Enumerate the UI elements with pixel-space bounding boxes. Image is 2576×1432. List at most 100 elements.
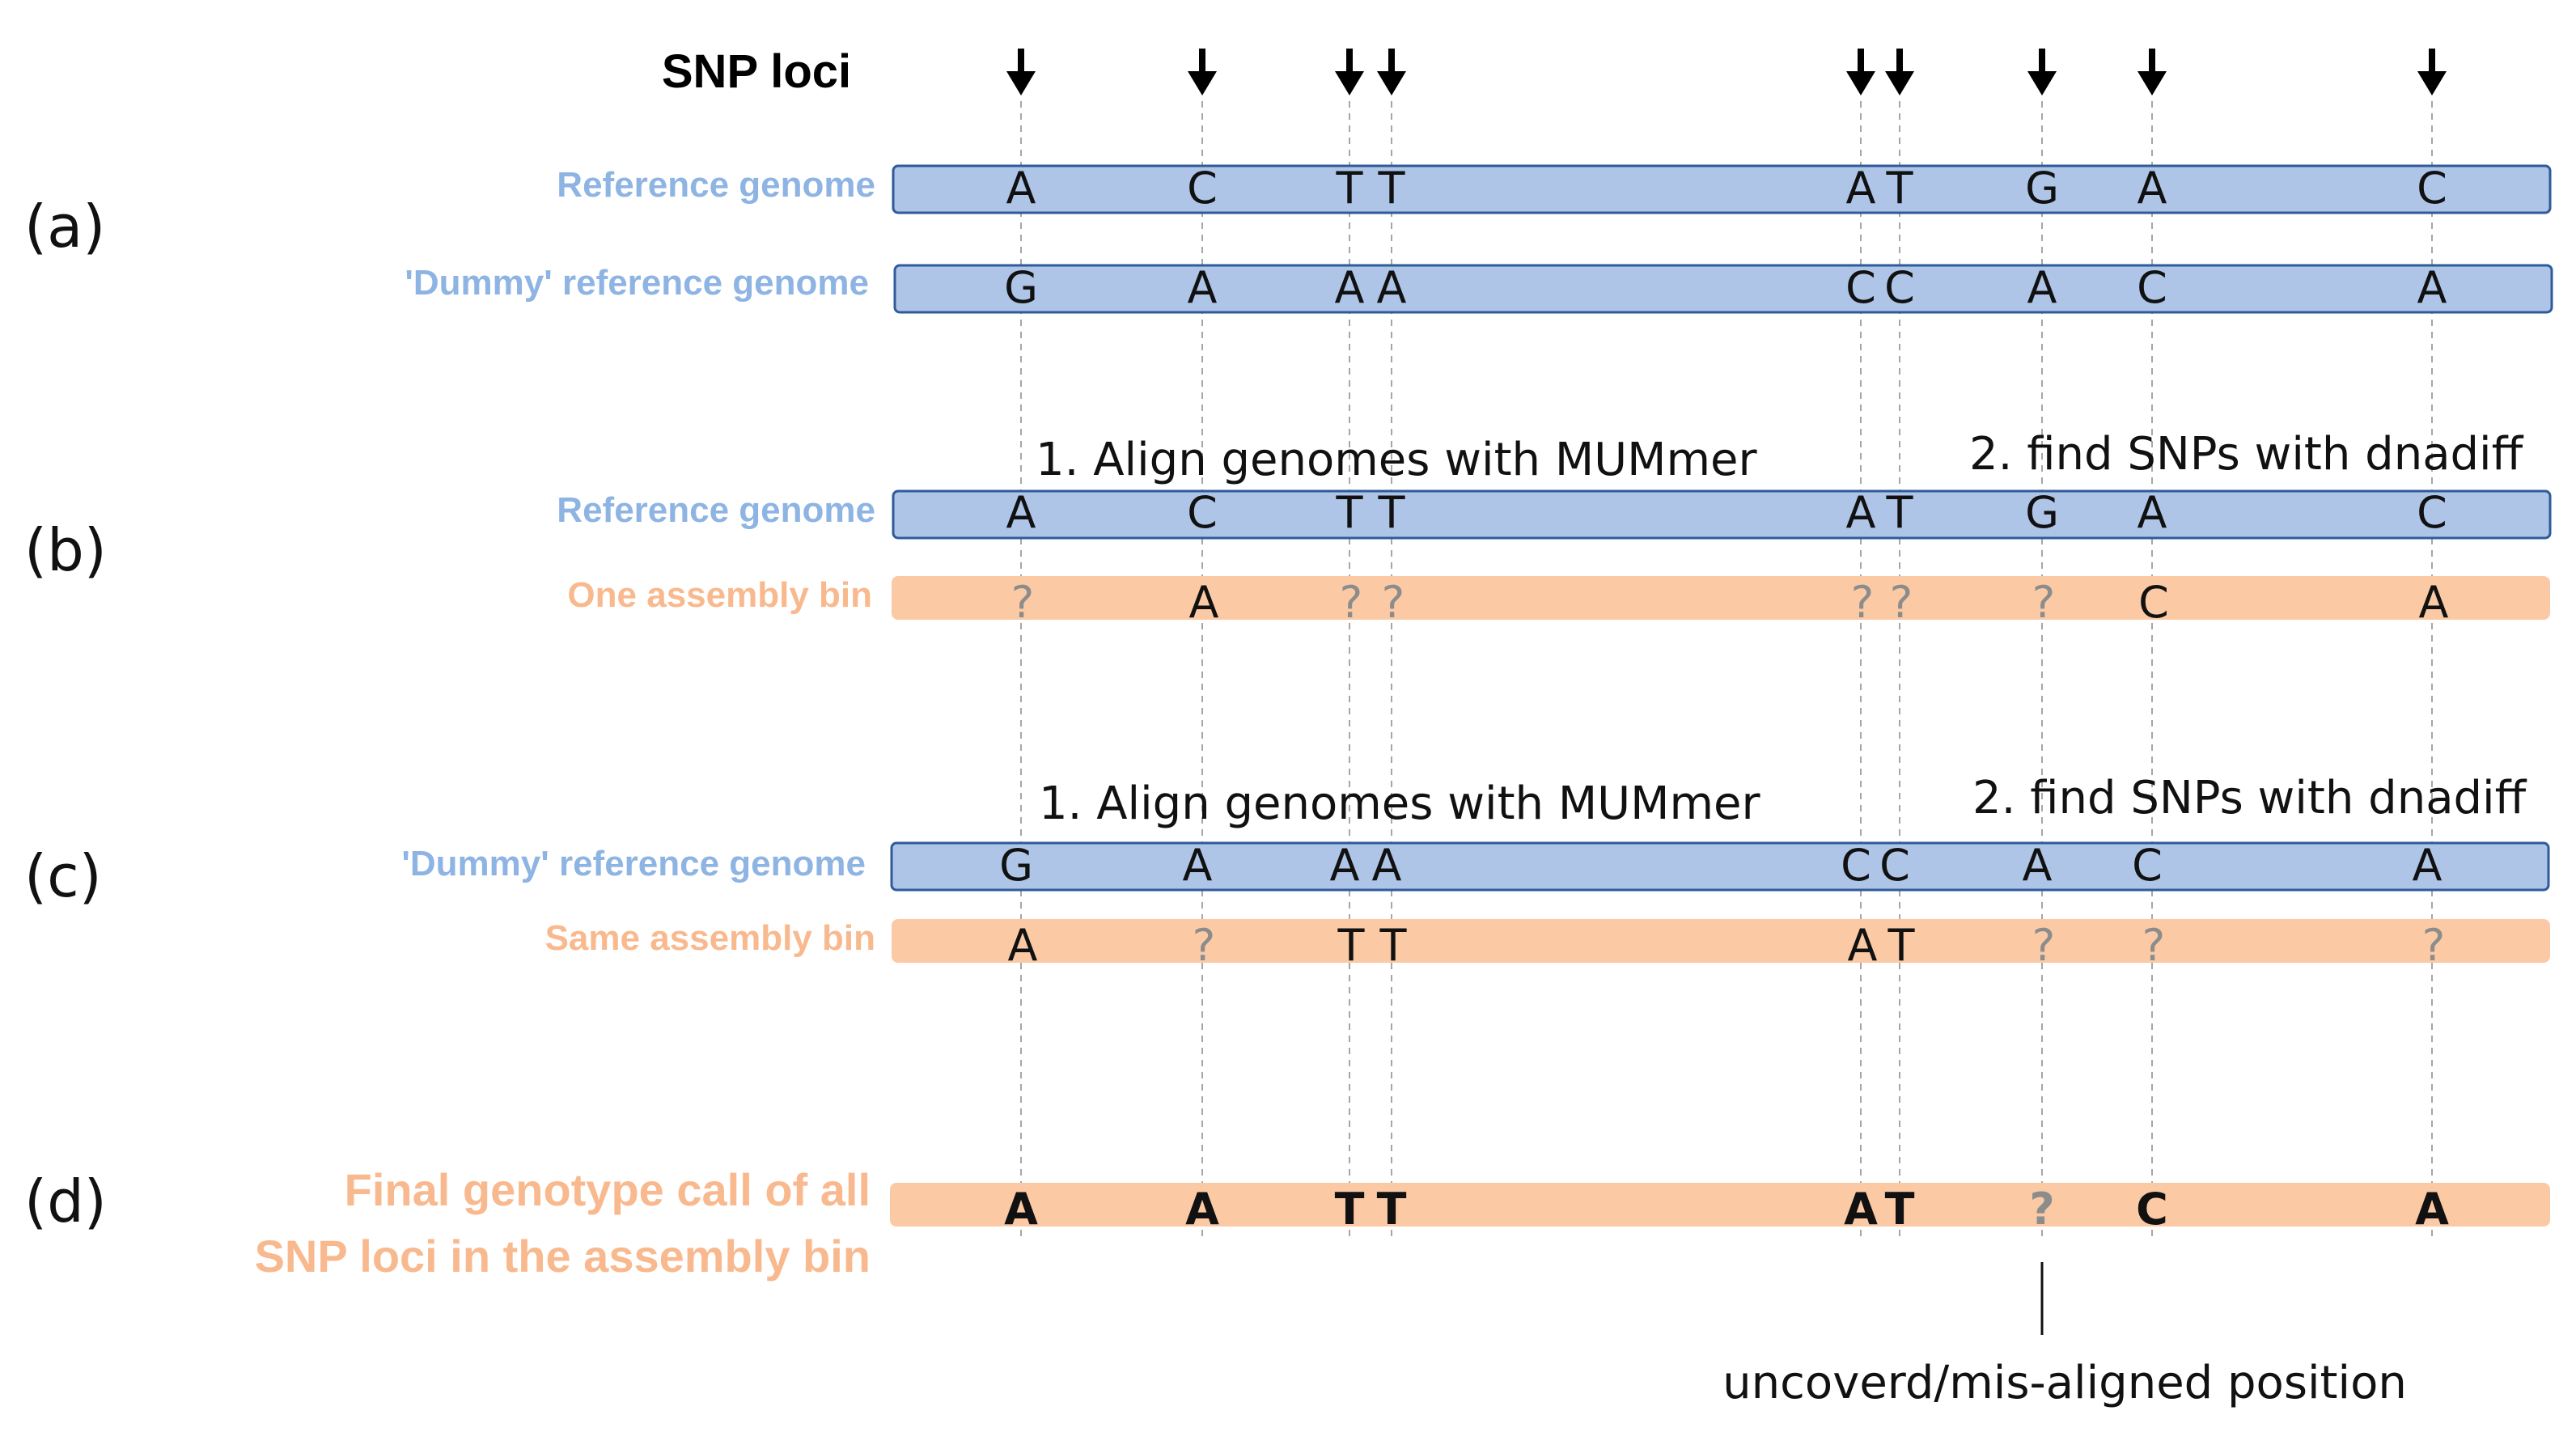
snp-arrow-icon — [1188, 49, 1217, 95]
base-c-assembly: T — [1379, 920, 1408, 971]
base-c-assembly-unknown: ? — [2032, 920, 2056, 971]
base-d-final: C — [2136, 1184, 2168, 1235]
label-d-line1: Final genotype call of all — [345, 1164, 871, 1215]
bar-d-final — [890, 1183, 2550, 1227]
base-b-assembly-unknown: ? — [1382, 577, 1405, 628]
base-c-assembly-unknown: ? — [2422, 920, 2446, 971]
bar-b-assembly — [892, 576, 2550, 620]
label-c-dummy: 'Dummy' reference genome — [401, 844, 866, 883]
base-b-assembly-unknown: ? — [1340, 577, 1363, 628]
base-c-dummy: A — [2023, 840, 2053, 891]
base-d-final: T — [1377, 1184, 1407, 1235]
base-b-assembly-unknown: ? — [1890, 577, 1913, 628]
annotation-text: uncoverd/mis-aligned position — [1722, 1357, 2407, 1409]
base-a-reference: T — [1886, 163, 1914, 214]
base-b-reference: T — [1378, 487, 1406, 538]
step-find-c: 2. find SNPs with dnadiff — [1972, 772, 2527, 824]
snp-arrow-icon — [2027, 49, 2057, 95]
panel-tag-d: (d) — [24, 1167, 107, 1235]
base-c-assembly: T — [1337, 920, 1366, 971]
base-c-assembly-unknown: ? — [2142, 920, 2166, 971]
bar-c-assembly — [892, 919, 2550, 963]
base-b-reference: G — [2025, 487, 2059, 538]
base-d-final: T — [1335, 1184, 1365, 1235]
base-a-dummy: C — [1884, 262, 1915, 313]
step-find-b: 2. find SNPs with dnadiff — [1969, 428, 2524, 481]
base-b-reference: C — [1187, 487, 1218, 538]
base-b-assembly-unknown: ? — [2032, 577, 2056, 628]
base-c-assembly-unknown: ? — [1193, 920, 1216, 971]
base-c-dummy: A — [1330, 840, 1360, 891]
base-b-assembly: A — [1189, 577, 1219, 628]
panel-tag-b: (b) — [24, 516, 107, 584]
base-a-dummy: A — [1377, 262, 1407, 313]
base-c-dummy: A — [1372, 840, 1402, 891]
step-align-c: 1. Align genomes with MUMmer — [1039, 777, 1760, 830]
base-d-final-unknown: ? — [2029, 1184, 2054, 1235]
base-b-assembly-unknown: ? — [1851, 577, 1875, 628]
base-b-reference: A — [2137, 487, 2167, 538]
base-c-assembly: A — [1008, 920, 1038, 971]
snp-arrow-icon — [1335, 49, 1364, 95]
label-b-assembly: One assembly bin — [567, 575, 872, 615]
label-c-assembly: Same assembly bin — [545, 918, 875, 958]
base-a-reference: C — [2417, 163, 2447, 214]
bar-a-reference — [892, 164, 2552, 214]
label-a-dummy: 'Dummy' reference genome — [405, 263, 869, 303]
base-c-dummy: C — [2132, 840, 2163, 891]
base-a-dummy: A — [1188, 262, 1218, 313]
snp-arrows — [1006, 49, 2447, 95]
base-d-final: A — [2415, 1184, 2449, 1235]
base-c-dummy: A — [1183, 840, 1213, 891]
base-b-assembly: A — [2419, 577, 2449, 628]
base-b-reference: A — [1006, 487, 1036, 538]
snp-loci-title: SNP loci — [662, 45, 851, 98]
label-b-reference: Reference genome — [557, 490, 875, 530]
base-a-dummy: G — [1004, 262, 1038, 313]
label-a-reference: Reference genome — [557, 165, 875, 205]
base-c-assembly: A — [1848, 920, 1878, 971]
base-d-final: T — [1885, 1184, 1915, 1235]
snp-arrow-icon — [2417, 49, 2447, 95]
base-a-dummy: A — [2417, 262, 2447, 313]
base-a-reference: T — [1378, 163, 1406, 214]
base-b-reference: T — [1336, 487, 1364, 538]
base-b-assembly: C — [2138, 577, 2169, 628]
base-a-reference: A — [1006, 163, 1036, 214]
base-a-reference: G — [2025, 163, 2059, 214]
snp-arrow-icon — [1846, 49, 1875, 95]
base-a-reference: T — [1336, 163, 1364, 214]
base-b-reference: T — [1886, 487, 1914, 538]
base-c-dummy: C — [1879, 840, 1910, 891]
bar-c-dummy — [890, 841, 2550, 892]
base-d-final: A — [1004, 1184, 1038, 1235]
base-a-dummy: C — [1845, 262, 1876, 313]
snp-arrow-icon — [2137, 49, 2167, 95]
panel-tag-a: (a) — [24, 193, 105, 261]
base-a-reference: A — [1846, 163, 1876, 214]
snp-guide-lines — [1020, 101, 2433, 1242]
base-c-dummy: A — [2413, 840, 2443, 891]
base-d-final: A — [1185, 1184, 1219, 1235]
panel-tag-c: (c) — [24, 842, 102, 910]
base-c-dummy: C — [1841, 840, 1871, 891]
base-d-final: A — [1844, 1184, 1878, 1235]
base-c-assembly: T — [1888, 920, 1916, 971]
base-a-reference: C — [1187, 163, 1218, 214]
base-a-dummy: A — [1335, 262, 1365, 313]
snp-arrow-icon — [1885, 49, 1914, 95]
bar-b-reference — [892, 489, 2552, 540]
snp-arrow-icon — [1006, 49, 1036, 95]
base-b-reference: C — [2417, 487, 2447, 538]
base-c-dummy: G — [999, 840, 1033, 891]
snp-arrow-icon — [1377, 49, 1406, 95]
base-a-reference: A — [2137, 163, 2167, 214]
bar-a-dummy — [893, 264, 2553, 314]
label-d-line2: SNP loci in the assembly bin — [255, 1231, 871, 1282]
base-b-assembly-unknown: ? — [1011, 577, 1035, 628]
base-b-reference: A — [1846, 487, 1876, 538]
base-a-dummy: A — [2027, 262, 2057, 313]
genome-bars — [890, 164, 2553, 1227]
